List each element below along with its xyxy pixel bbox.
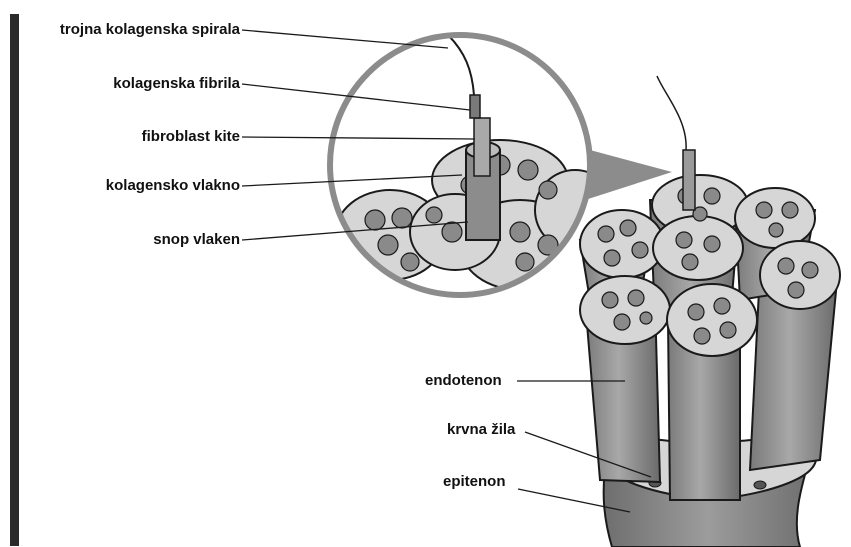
blood-vessel bbox=[754, 481, 766, 489]
label-triple-helix: trojna kolagenska spirala bbox=[60, 21, 240, 39]
label-fiber-bundle: snop vlaken bbox=[153, 231, 240, 249]
tendon-structure bbox=[580, 76, 840, 547]
label-collagen-fiber: kolagensko vlakno bbox=[106, 177, 240, 195]
label-fibroblast: fibroblast kite bbox=[142, 128, 240, 146]
label-collagen-fibril: kolagenska fibrila bbox=[113, 75, 240, 93]
magnified-view bbox=[330, 35, 615, 295]
label-blood-vessel: krvna žila bbox=[447, 421, 515, 439]
label-epitenon: epitenon bbox=[443, 473, 506, 491]
protruding-fibril bbox=[683, 150, 695, 210]
label-endotenon: endotenon bbox=[425, 372, 502, 390]
